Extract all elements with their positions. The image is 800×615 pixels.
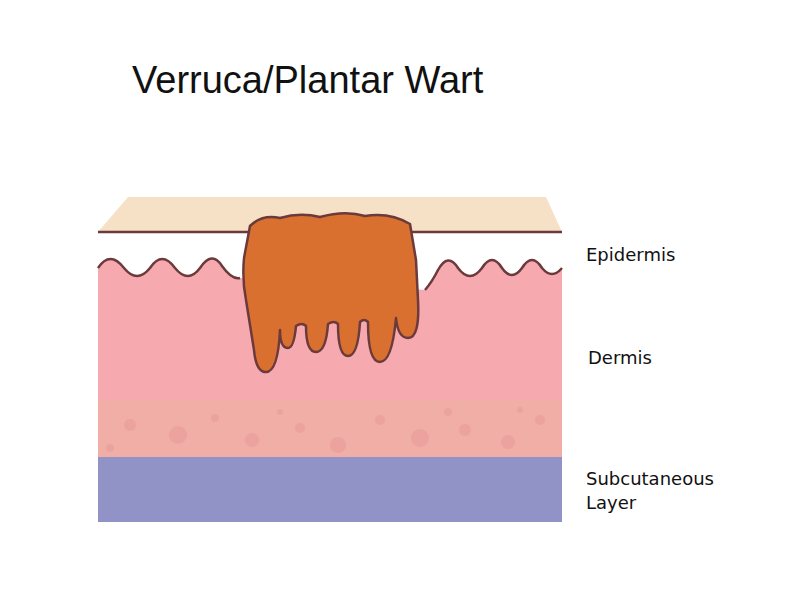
dermis-spots (106, 407, 545, 453)
diagram-title: Verruca/Plantar Wart (132, 58, 483, 102)
subcutaneous-layer (98, 457, 562, 522)
layer-label: Epidermis (586, 243, 756, 267)
layer-label: Dermis (588, 346, 758, 370)
layer-label: Subcutaneous Layer (586, 467, 736, 515)
lower-dermis (98, 398, 562, 458)
wart-growth (243, 213, 418, 372)
